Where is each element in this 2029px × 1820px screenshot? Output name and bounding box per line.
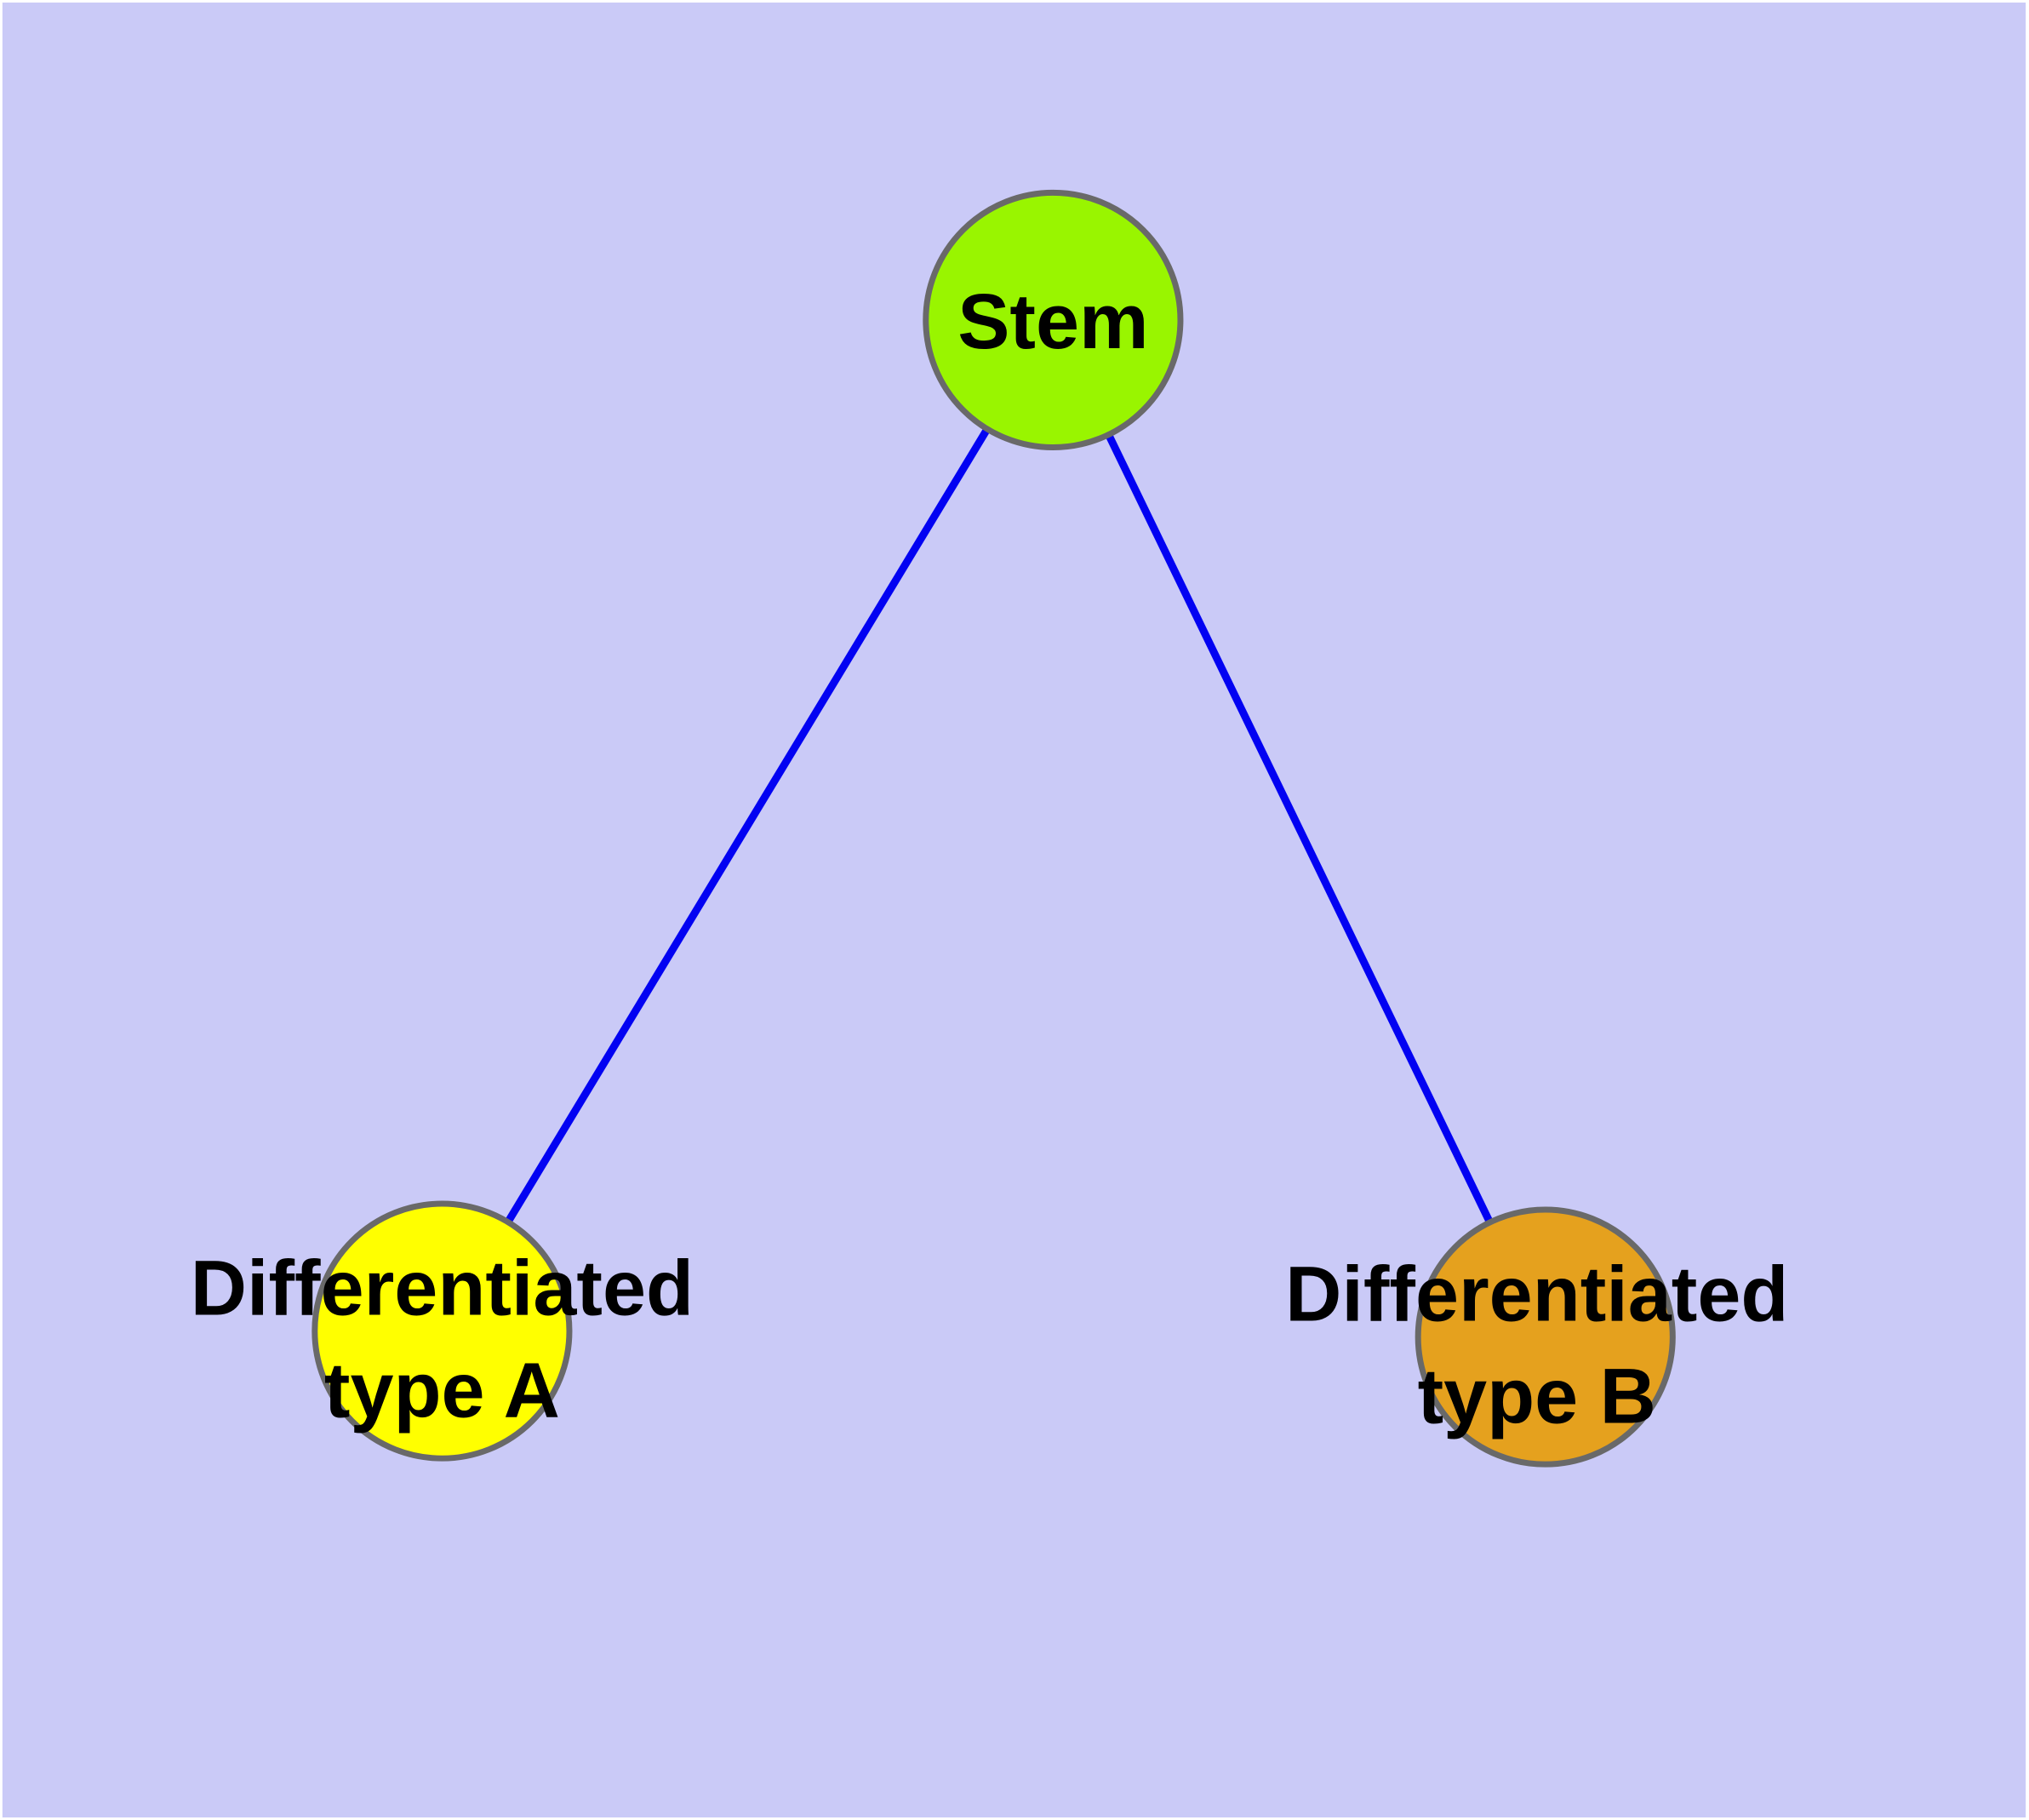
edge-stem-to-type-a: [438, 318, 1057, 1333]
plot-background: Stem Differentiated type A Differentiate…: [2, 3, 2026, 1817]
node-type-b-label-line2: type B: [1418, 1353, 1656, 1439]
node-type-a-label-line1: Differentiated: [191, 1245, 694, 1332]
node-stem: [923, 189, 1184, 451]
node-type-a-label-line2: type A: [324, 1347, 560, 1434]
graph-canvas: Stem Differentiated type A Differentiate…: [2, 3, 2026, 1817]
node-stem-label: Stem: [957, 278, 1148, 365]
node-type-b-label-line1: Differentiated: [1285, 1251, 1788, 1338]
node-differentiated-type-b: [1415, 1206, 1676, 1468]
node-differentiated-type-a: [311, 1200, 573, 1462]
edge-stem-to-type-b: [1049, 318, 1549, 1339]
